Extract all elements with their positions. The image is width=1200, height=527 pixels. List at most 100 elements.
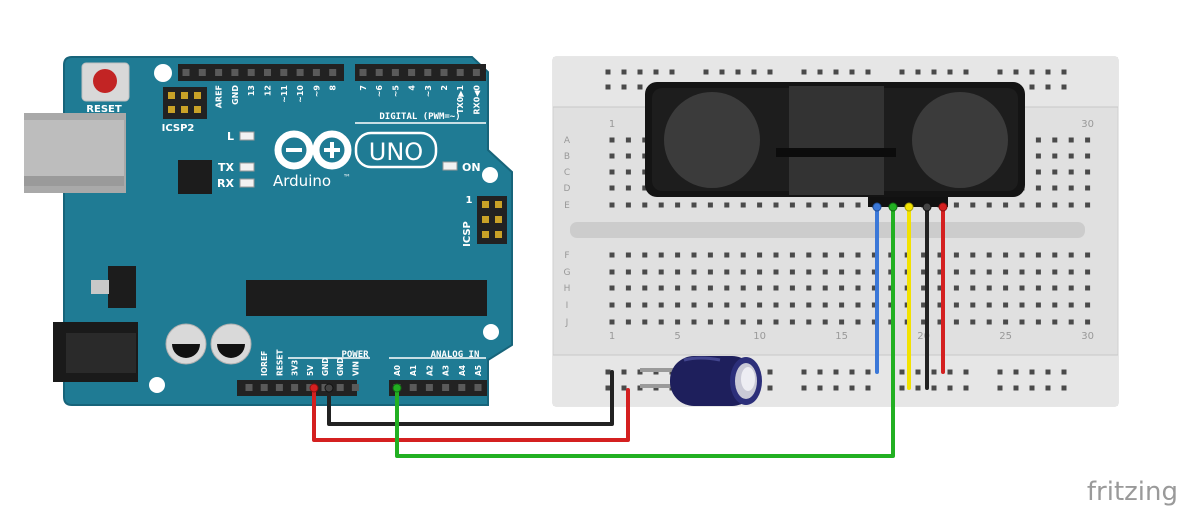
- power-rail-hole: [1013, 385, 1019, 391]
- breadboard-hole: [1035, 302, 1041, 308]
- reset-label: RESET: [86, 104, 122, 115]
- breadboard-hole: [658, 202, 664, 208]
- breadboard-hole: [707, 319, 713, 325]
- icsp2-pin: [194, 106, 201, 113]
- breadboard-column-label: 30: [1081, 331, 1094, 342]
- power-rail-hole: [1029, 385, 1035, 391]
- breadboard-hole: [1035, 185, 1041, 191]
- electrolytic-capacitor: [640, 356, 762, 406]
- power-rail-hole: [653, 69, 659, 75]
- icsp-pin: [482, 216, 489, 223]
- power-rail-hole: [637, 69, 643, 75]
- header-pin: [247, 69, 255, 76]
- breadboard-hole: [1019, 202, 1025, 208]
- breadboard-hole: [888, 302, 894, 308]
- breadboard-hole: [822, 252, 828, 258]
- header-pin: [472, 69, 480, 76]
- header-pin: [391, 69, 399, 76]
- breadboard-hole: [642, 153, 648, 159]
- power-rail-hole: [1061, 385, 1067, 391]
- breadboard-hole: [1085, 269, 1091, 275]
- header-pin: [280, 69, 288, 76]
- breadboard-hole: [839, 302, 845, 308]
- digital-pin-label: TX0▶1: [456, 85, 465, 114]
- power-rail-hole: [997, 385, 1003, 391]
- breadboard-hole: [675, 285, 681, 291]
- digital-pwm-label: DIGITAL (PWM=~): [379, 112, 460, 122]
- power-rail-hole: [915, 69, 921, 75]
- breadboard-column-label: 1: [609, 119, 615, 130]
- breadboard-hole: [707, 269, 713, 275]
- power-rail-hole: [931, 385, 937, 391]
- trademark-symbol: ™: [343, 173, 351, 182]
- power-rail-hole: [833, 385, 839, 391]
- power-rail-hole: [997, 69, 1003, 75]
- breadboard-hole: [1019, 319, 1025, 325]
- breadboard-hole: [691, 269, 697, 275]
- breadboard-hole: [1068, 153, 1074, 159]
- analog-in-label: ANALOG IN: [431, 350, 480, 360]
- header-pin: [424, 69, 432, 76]
- breadboard-row-label: A: [564, 136, 571, 146]
- breadboard-hole: [953, 302, 959, 308]
- power-rail-hole: [1061, 69, 1067, 75]
- reset-button[interactable]: [81, 62, 130, 102]
- breadboard-hole: [642, 185, 648, 191]
- analog-pin-label: A0: [393, 365, 402, 376]
- breadboard-hole: [953, 269, 959, 275]
- breadboard-hole: [789, 202, 795, 208]
- breadboard-hole: [609, 137, 615, 143]
- breadboard-hole: [1019, 285, 1025, 291]
- breadboard-hole: [970, 319, 976, 325]
- breadboard-hole: [839, 285, 845, 291]
- breadboard-hole: [1085, 137, 1091, 143]
- power-rail-hole: [963, 385, 969, 391]
- power-rail-hole: [1061, 84, 1067, 90]
- breadboard-hole: [921, 302, 927, 308]
- breadboard-hole: [839, 252, 845, 258]
- header-pin: [215, 69, 223, 76]
- breadboard-row-label: D: [564, 184, 571, 194]
- breadboard-hole: [642, 285, 648, 291]
- digital-pin-label: ~11: [280, 85, 289, 103]
- header-pin: [440, 69, 448, 76]
- breadboard-hole: [822, 302, 828, 308]
- breadboard-hole: [757, 202, 763, 208]
- breadboard-hole: [1019, 302, 1025, 308]
- breadboard-hole: [970, 269, 976, 275]
- power-rail-hole: [915, 385, 921, 391]
- breadboard-hole: [1035, 269, 1041, 275]
- breadboard-hole: [625, 319, 631, 325]
- breadboard-hole: [986, 202, 992, 208]
- breadboard-hole: [1068, 269, 1074, 275]
- breadboard-hole: [1035, 202, 1041, 208]
- power-rail-hole: [767, 385, 773, 391]
- breadboard-hole: [839, 319, 845, 325]
- header-pin: [442, 384, 450, 391]
- breadboard-hole: [773, 252, 779, 258]
- power-rail-hole: [997, 369, 1003, 375]
- breadboard-hole: [1085, 185, 1091, 191]
- breadboard-hole: [888, 285, 894, 291]
- uno-badge: [354, 131, 438, 169]
- breadboard-hole: [1068, 137, 1074, 143]
- breadboard-hole: [740, 285, 746, 291]
- breadboard-hole: [1035, 137, 1041, 143]
- power-rail-hole: [1029, 84, 1035, 90]
- breadboard-hole: [1052, 153, 1058, 159]
- header-pin: [375, 69, 383, 76]
- breadboard-hole: [888, 319, 894, 325]
- power-rail-hole: [817, 369, 823, 375]
- breadboard-hole: [724, 202, 730, 208]
- digital-pin-label: ~5: [391, 85, 400, 98]
- header-pin: [408, 69, 416, 76]
- breadboard-hole: [625, 285, 631, 291]
- breadboard-hole: [1052, 185, 1058, 191]
- breadboard-hole: [658, 269, 664, 275]
- header-pin: [245, 384, 253, 391]
- breadboard-hole: [789, 269, 795, 275]
- wire-green-a0: [395, 205, 895, 458]
- power-rail-hole: [899, 369, 905, 375]
- breadboard-hole: [953, 319, 959, 325]
